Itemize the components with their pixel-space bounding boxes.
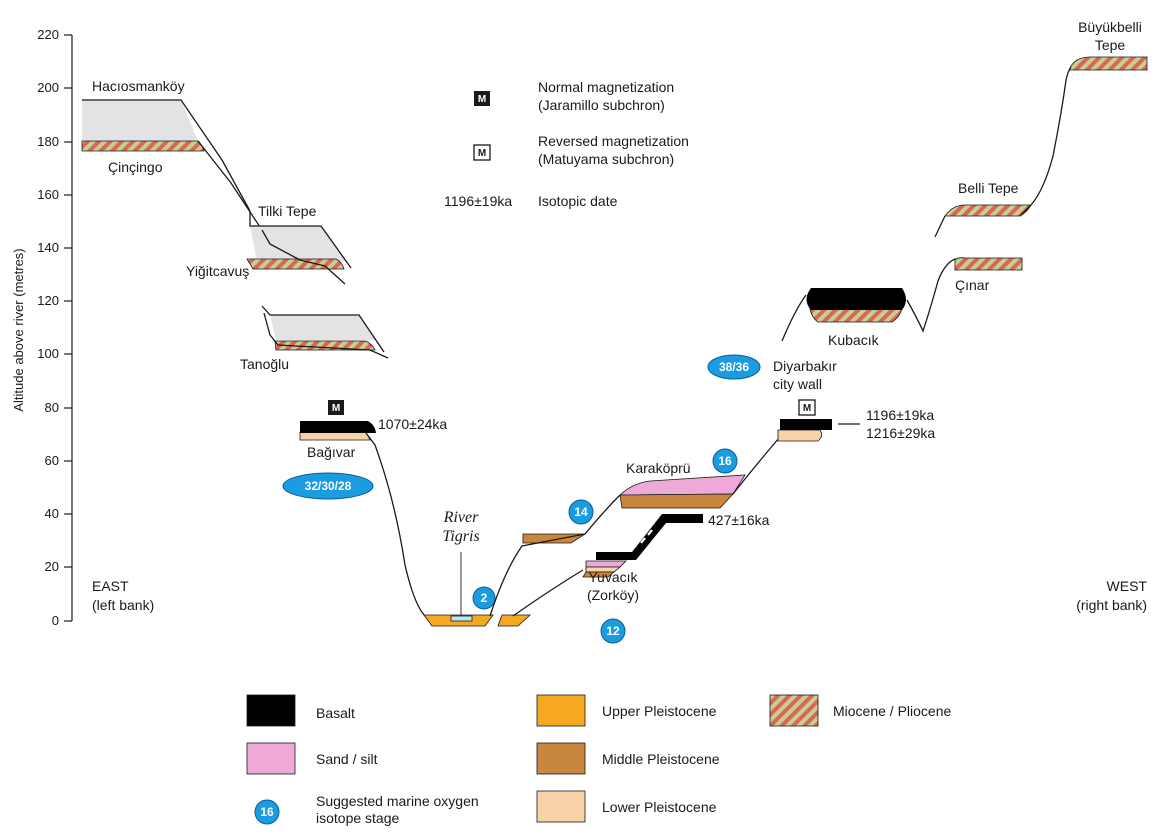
bagivar-date: 1070±24ka [378, 416, 447, 432]
legend-middle-pleistocene-swatch [536, 742, 586, 775]
diyarbakir-date-2: 1216±29ka [866, 425, 935, 441]
river-channel [450, 615, 473, 622]
karakopru-isotope-stage-badge [712, 448, 738, 474]
karakopru-label: Karaköprü [626, 460, 691, 476]
river-label: River [443, 509, 479, 526]
buyukbelli-tepe-label: Büyükbelli [1078, 19, 1142, 35]
river-isotope-stage: 2 [481, 591, 488, 605]
river-sublabel: Tigris [442, 528, 479, 545]
y-tick-label: 180 [37, 134, 59, 149]
yuvacik-label: Yuvacık [588, 569, 638, 585]
buyukbelli-tepe-sublabel: Tepe [1095, 37, 1126, 53]
normal-magnetization-icon [328, 400, 344, 415]
east-bank-sublabel: (left bank) [92, 597, 154, 613]
y-axis: 0 20 40 60 80 100 120 140 160 180 200 22… [11, 27, 73, 628]
bagivar-isotope-stage: 32/30/28 [305, 479, 352, 493]
kubacik-label: Kubacık [828, 332, 880, 348]
legend-lower-pleistocene-label: Lower Pleistocene [602, 799, 717, 815]
normal-magnetization-symbol [474, 91, 490, 106]
diyarbakir-terrace [732, 419, 860, 495]
bagivar-terrace [299, 421, 428, 619]
diyarbakir-isotope-stage-badge [707, 354, 761, 380]
yuvacik-sublabel: (Zorköy) [587, 587, 639, 603]
y-tick-label: 120 [37, 293, 59, 308]
y-axis-label: Altitude above river (metres) [11, 248, 26, 411]
legend-middle-pleistocene-label: Middle Pleistocene [602, 751, 720, 767]
reversed-magnetization-marker: M [478, 148, 486, 159]
tanoglu-label: Tanoğlu [240, 356, 289, 372]
normal-magnetization-sublabel: (Jaramillo subchron) [538, 97, 665, 113]
y-tick-label: 60 [45, 453, 59, 468]
cincingo-label: Çinçingo [108, 159, 163, 175]
reversed-magnetization-label: Reversed magnetization [538, 133, 689, 149]
legend-isotope-stage-badge [254, 799, 280, 825]
isotopic-date-label: Isotopic date [538, 193, 618, 209]
east-bank-label: EAST [92, 578, 129, 594]
reversed-magnetization-sublabel: (Matuyama subchron) [538, 151, 674, 167]
kubacik-terrace [781, 258, 956, 342]
buyukbelli-tepe-terrace [1019, 56, 1148, 217]
isotopic-date-example: 1196±19ka [444, 193, 512, 209]
west-bank-label: WEST [1107, 578, 1148, 594]
yuvacik-isotope-stage-badge [600, 618, 626, 644]
haciosmankoy-label: Hacıosmanköy [92, 78, 185, 94]
reversed-magnetization-icon [798, 399, 816, 416]
legend-sand-silt-label: Sand / silt [316, 751, 378, 767]
karakopru-terrace [584, 474, 746, 535]
y-tick-label: 100 [37, 346, 59, 361]
y-tick-label: 40 [45, 506, 59, 521]
yuvacik-isotope-stage: 12 [606, 624, 620, 638]
y-tick-label: 80 [45, 400, 59, 415]
river-isotope-stage-badge [472, 586, 496, 610]
river-floor [423, 552, 532, 627]
normal-magnetization-marker: M [478, 94, 486, 105]
legend-miocene-pliocene-swatch [769, 694, 819, 727]
diyarbakir-label: Diyarbakır [773, 358, 837, 374]
legend-miocene-pliocene-label: Miocene / Pliocene [833, 703, 952, 719]
reversed-magnetization-symbol [473, 144, 491, 161]
bagivar-label: Bağıvar [307, 444, 356, 460]
haciosmankoy-terrace [81, 99, 263, 231]
y-tick-label: 140 [37, 240, 59, 255]
y-tick-label: 200 [37, 80, 59, 95]
bagivar-isotope-stage-badge [282, 472, 374, 500]
terrace-14-isotope-stage: 14 [574, 505, 588, 519]
legend-isotope-stage-sublabel: isotope stage [316, 810, 399, 826]
diyarbakir-isotope-stage: 38/36 [719, 360, 749, 374]
diyarbakir-sublabel: city wall [773, 376, 822, 392]
west-bank-sublabel: (right bank) [1076, 597, 1147, 613]
legend-isotope-stage-label: Suggested marine oxygen [316, 793, 479, 809]
legend-basalt-swatch [246, 694, 296, 727]
tilki-tepe-terrace [246, 211, 352, 285]
bagivar-magnetization-marker: M [332, 403, 340, 414]
normal-magnetization-label: Normal magnetization [538, 79, 674, 95]
cinar-terrace [954, 257, 1023, 271]
legend-basalt-label: Basalt [316, 705, 355, 721]
terrace-14 [489, 533, 587, 617]
diyarbakir-magnetization-marker: M [803, 403, 811, 414]
karakopru-isotope-stage: 16 [718, 454, 732, 468]
legend-upper-pleistocene-swatch [536, 694, 586, 727]
legend-lower-pleistocene-swatch [536, 790, 586, 823]
y-tick-label: 0 [52, 613, 59, 628]
cinar-label: Çınar [955, 277, 990, 293]
tanoglu-terrace [261, 305, 389, 359]
legend: Basalt Sand / silt 16 Suggested marine o… [246, 694, 952, 826]
symbol-key: M Normal magnetization (Jaramillo subchr… [444, 79, 689, 209]
belli-tepe-terrace [934, 204, 1032, 238]
belli-tepe-label: Belli Tepe [958, 180, 1019, 196]
tilki-tepe-label: Tilki Tepe [258, 203, 317, 219]
y-tick-label: 20 [45, 559, 59, 574]
y-tick-label: 220 [37, 27, 59, 42]
yuvacik-terrace [512, 514, 703, 617]
legend-upper-pleistocene-label: Upper Pleistocene [602, 703, 717, 719]
y-tick-label: 160 [37, 187, 59, 202]
legend-isotope-stage-example: 16 [260, 805, 274, 819]
yuvacik-date: 427±16ka [708, 512, 770, 528]
legend-sand-silt-swatch [246, 742, 296, 775]
yigitcavus-label: Yiğitcavuş [186, 263, 249, 279]
terrace-14-isotope-stage-badge [568, 499, 594, 525]
diyarbakir-date-1: 1196±19ka [866, 407, 934, 423]
